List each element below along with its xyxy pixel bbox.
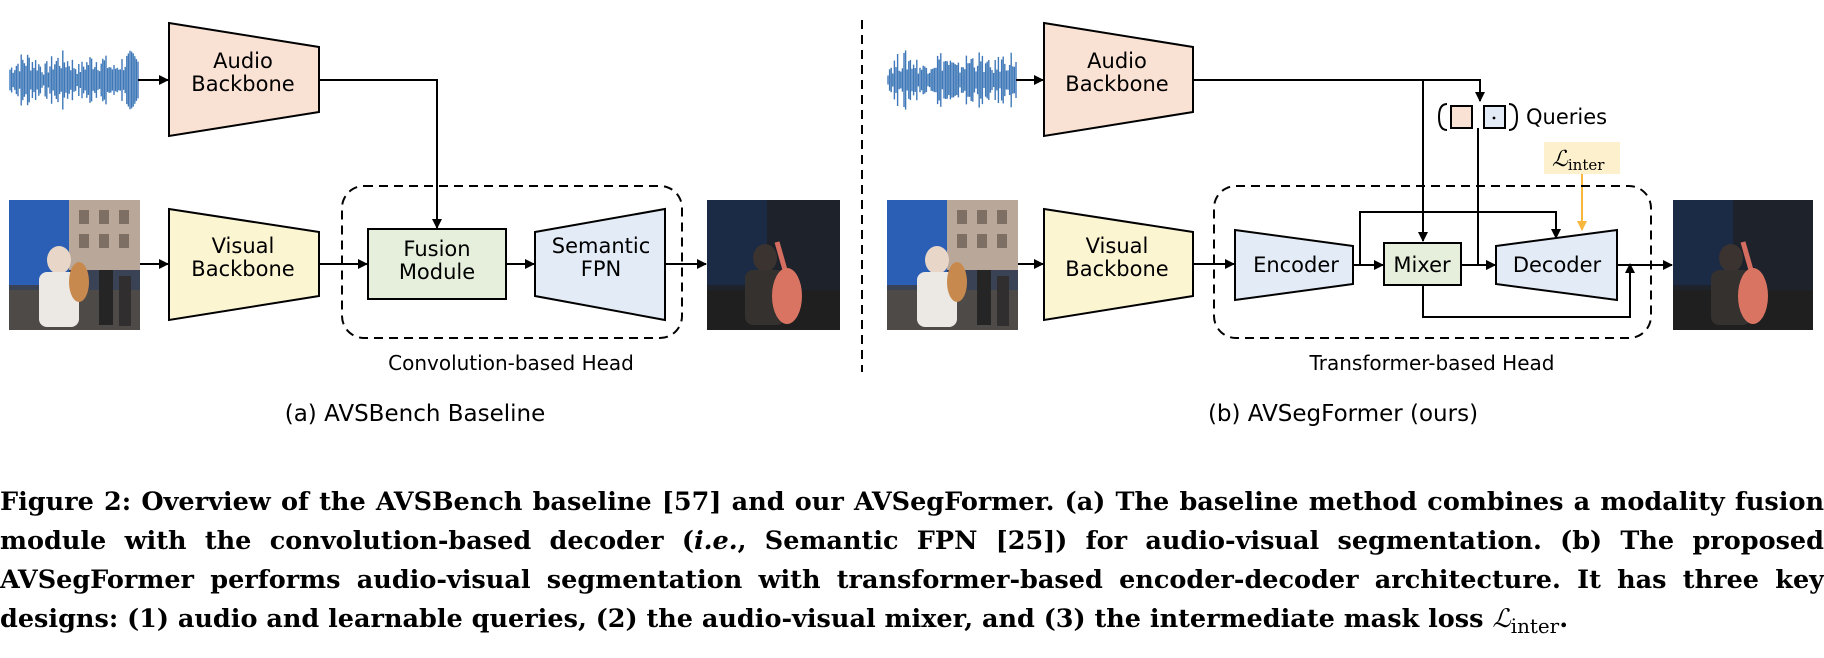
inter-loss-label: ℒinter	[1552, 147, 1605, 174]
caption-loss: ℒ	[1492, 604, 1511, 634]
mixer-block: Mixer	[1383, 242, 1462, 286]
audio-query-icon	[1450, 105, 1473, 129]
mixer-label: Mixer	[1393, 253, 1451, 277]
caption-end: .	[1559, 604, 1569, 634]
waveform-icon-b	[887, 50, 1017, 110]
decoder-block: Decoder	[1495, 228, 1618, 302]
subcaption-b: (b) AVSegFormer (ours)	[1208, 401, 1478, 427]
caption-loss-sub: inter	[1510, 614, 1560, 638]
decoder-label: Decoder	[1513, 253, 1602, 277]
figure-caption: Figure 2: Overview of the AVSBench basel…	[0, 483, 1824, 646]
encoder-label: Encoder	[1253, 253, 1339, 277]
caption-ie: i.e.	[693, 526, 738, 556]
subcaption-a: (a) AVSBench Baseline	[285, 401, 546, 427]
conv-head-box	[341, 185, 683, 339]
transformer-head-caption: Transformer-based Head	[1309, 351, 1555, 375]
inter-loss: ℒinter	[1544, 142, 1620, 174]
video-frame-a	[9, 200, 140, 330]
queries-group: Queries	[1437, 103, 1607, 131]
video-frame-b	[887, 200, 1018, 330]
caption-part-1: Figure 2: Overview of the AVSBench basel…	[0, 487, 1824, 556]
conv-head-caption: Convolution-based Head	[388, 351, 634, 375]
output-mask-a	[707, 200, 840, 330]
transformer-head-box	[1213, 185, 1652, 339]
caption-part-2: , Semantic FPN [25]) for audio-visual se…	[0, 526, 1824, 634]
queries-label: Queries	[1526, 105, 1607, 129]
output-mask-b	[1673, 200, 1813, 330]
waveform-icon-a	[9, 50, 139, 110]
encoder-block: Encoder	[1234, 228, 1354, 302]
